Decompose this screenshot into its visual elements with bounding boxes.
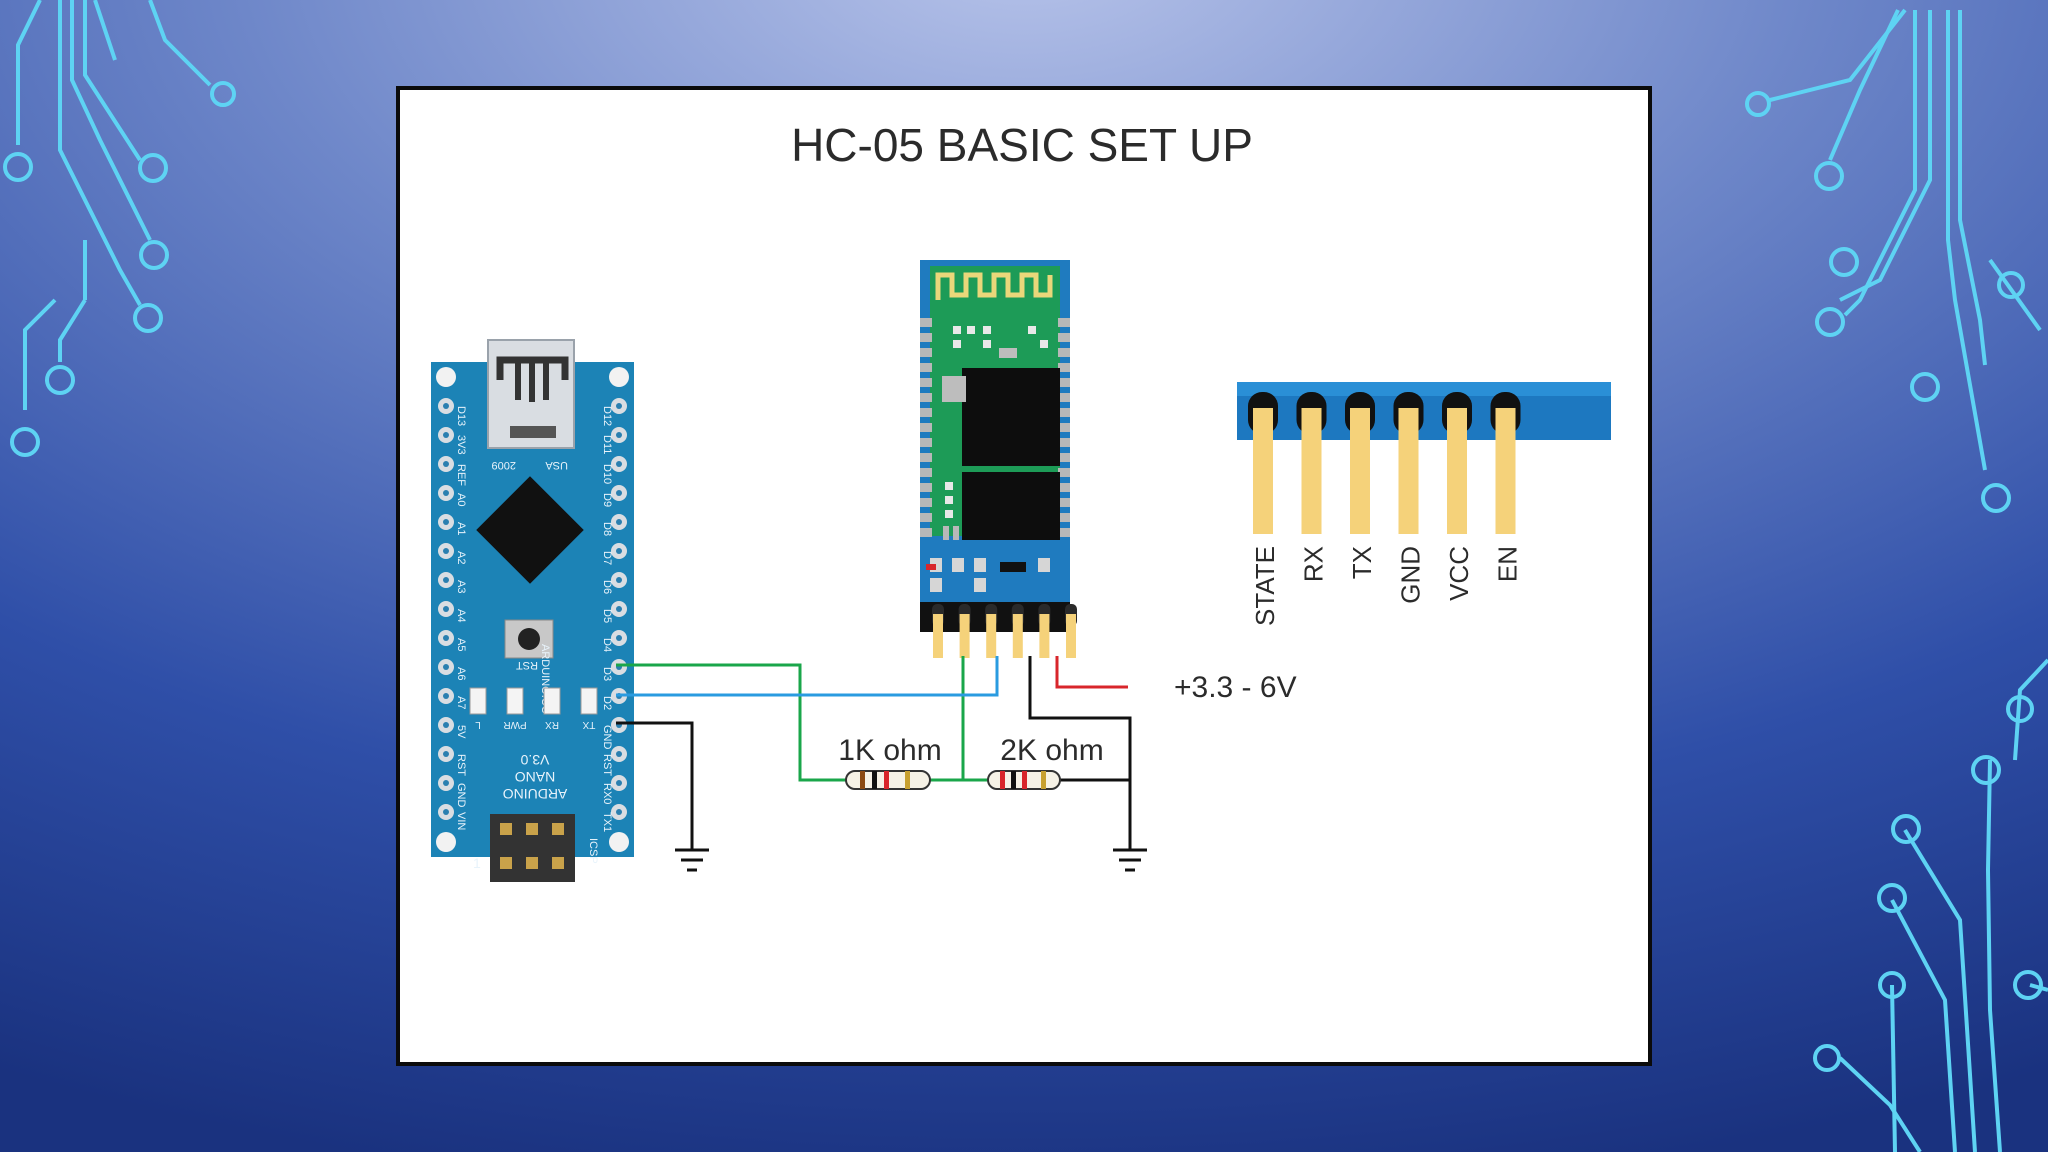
status-led [506,687,524,715]
nano-pin-label: A4 [455,609,467,622]
header-pin [959,614,970,658]
nano-pin-label: GND [455,783,467,808]
nano-pin-label: D6 [601,580,613,594]
wire-red [1055,656,1128,689]
ground-symbol-icon [675,848,709,872]
nano-pin-label: RST [601,754,613,776]
nano-pin-label: A3 [455,580,467,593]
wire-gnd-module [1028,656,1132,850]
nano-pin-label: GND [601,725,613,750]
pinout-pin [1253,408,1273,534]
nano-pin-label: D9 [601,493,613,507]
nano-pin-label: D7 [601,551,613,565]
led-label: PWR [503,719,526,730]
pinout-label-vcc: VCC [1444,546,1474,601]
header-pin [986,614,997,658]
nano-pin-label: D5 [601,609,613,623]
nano-pin-label: D12 [601,406,613,426]
nano-pin [436,832,456,852]
nano-pin [609,832,629,852]
resistor-1k-label: 1K ohm [838,734,941,767]
reset-label: RST [516,659,538,671]
pinout-pin [1350,408,1370,534]
status-led [580,687,598,715]
nano-pin-label: A5 [455,638,467,651]
nano-pin-label: A7 [455,696,467,709]
ground-symbol-icon [1113,848,1147,872]
nano-pin-label: D8 [601,522,613,536]
nano-pin-label: A0 [455,493,467,506]
header-pin [1039,614,1050,658]
led-label: TX [582,719,595,730]
nano-pin-label: 5V [455,725,467,739]
hc05-header-pins [932,604,1077,658]
nano-pin-label: D2 [601,696,613,710]
wire-blue [616,656,999,697]
pinout-label-state: STATE [1250,546,1280,626]
nano-pin-label: 3V3 [455,435,467,455]
nano-pin [436,367,456,387]
nano-pin-label: RST [455,754,467,776]
atmega-chip [476,476,584,584]
status-led [543,687,561,715]
hc05-module [920,260,1070,632]
header-pin [1066,614,1076,658]
pinout-pin [1398,408,1419,534]
nano-pin-label: D3 [601,667,613,681]
mini-usb-connector [487,339,575,449]
board-name-line2: NANO [515,769,556,785]
wiring [616,656,1132,850]
nano-left-header [436,367,456,852]
resistor-2k-label: 2K ohm [1000,734,1103,767]
nano-pin-label: TX1 [601,812,613,832]
nano-pin-label: A1 [455,522,467,535]
header-pin [933,614,943,658]
usb-country-label: USA [545,459,568,471]
bluetooth-antenna-icon [935,272,1053,300]
nano-pin-label: RX0 [601,783,613,804]
supply-voltage-label: +3.3 - 6V [1174,671,1297,704]
nano-pin [609,367,629,387]
nano-pin-label: D11 [601,435,613,454]
pinout-label-tx: TX [1347,546,1377,579]
pinout-pin [1447,408,1467,534]
wire-gnd-nano [616,721,694,850]
circuit-trace-decoration [3,0,2048,1152]
nano-pin-label: REF [455,464,467,486]
nano-pin-label: D10 [601,464,613,484]
wire-green [616,663,846,782]
pinout-label-en: EN [1493,546,1523,582]
pinout-label-gnd: GND [1396,546,1426,604]
diagram-title: HC-05 BASIC SET UP [791,119,1253,171]
pinout-pin [1495,408,1516,534]
led-label: L [475,719,481,730]
nano-pin-label: A2 [455,551,467,564]
nano-pin-label: D4 [601,638,613,652]
icsp-pin1-label: 1 [473,855,481,871]
nano-pin-label: D13 [455,406,467,426]
status-led [469,687,487,715]
board-name-line3: ARDUINO [503,786,568,802]
header-pin [1012,614,1023,658]
icsp-header [490,814,575,882]
pinout-header [1237,382,1611,440]
nano-right-header [609,367,629,852]
resistor-2k [987,770,1061,790]
usb-year-label: 2009 [492,459,516,471]
nano-pin-label: VIN [455,812,467,830]
icsp-label: ICSP [587,838,599,864]
reset-button [504,619,554,659]
resistor-1k [845,770,931,790]
pinout-label-rx: RX [1299,546,1329,582]
nano-pin-label: A6 [455,667,467,680]
board-name-line1: V3.0 [520,752,549,768]
led-label: RX [545,719,559,730]
pinout-pin [1301,408,1322,534]
